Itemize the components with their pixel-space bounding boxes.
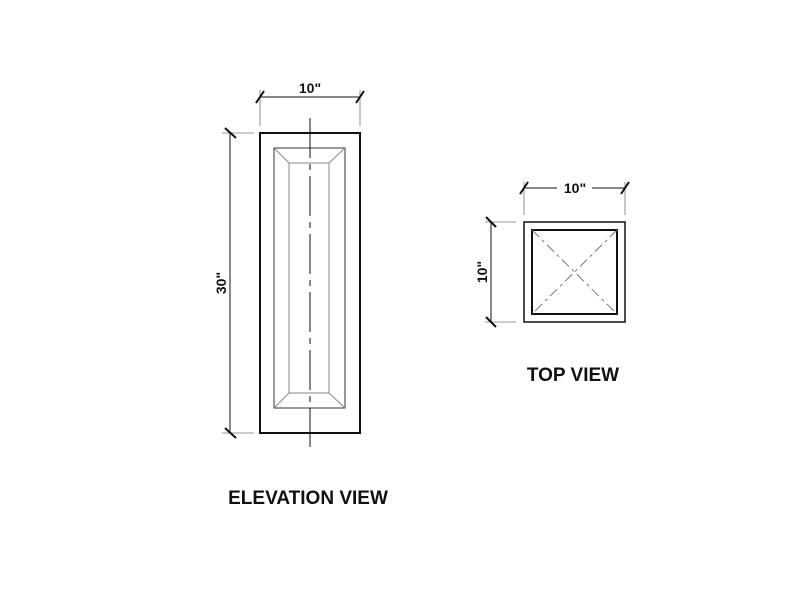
elevation-width-label: 10" (299, 80, 321, 96)
top-view: 10" 10" TOP VIEW (474, 180, 630, 386)
elevation-height-label: 30" (213, 272, 229, 294)
top-view-title: TOP VIEW (527, 365, 619, 386)
top-inner-frame (531, 229, 618, 315)
elevation-height-dimension (222, 127, 254, 439)
elevation-inner-panel (288, 162, 330, 394)
elevation-width-dimension (255, 90, 365, 126)
top-depth-dimension (485, 216, 516, 328)
top-outer-frame (523, 221, 626, 323)
top-width-label: 10" (564, 180, 586, 196)
elevation-view-title: ELEVATION VIEW (228, 488, 388, 509)
top-diagonals (531, 229, 618, 315)
top-width-dimension (519, 181, 630, 215)
elevation-bevel-lines (273, 147, 346, 409)
elevation-view: 10" 30" ELEVATION VIEW (213, 80, 388, 509)
top-depth-label: 10" (474, 261, 490, 283)
